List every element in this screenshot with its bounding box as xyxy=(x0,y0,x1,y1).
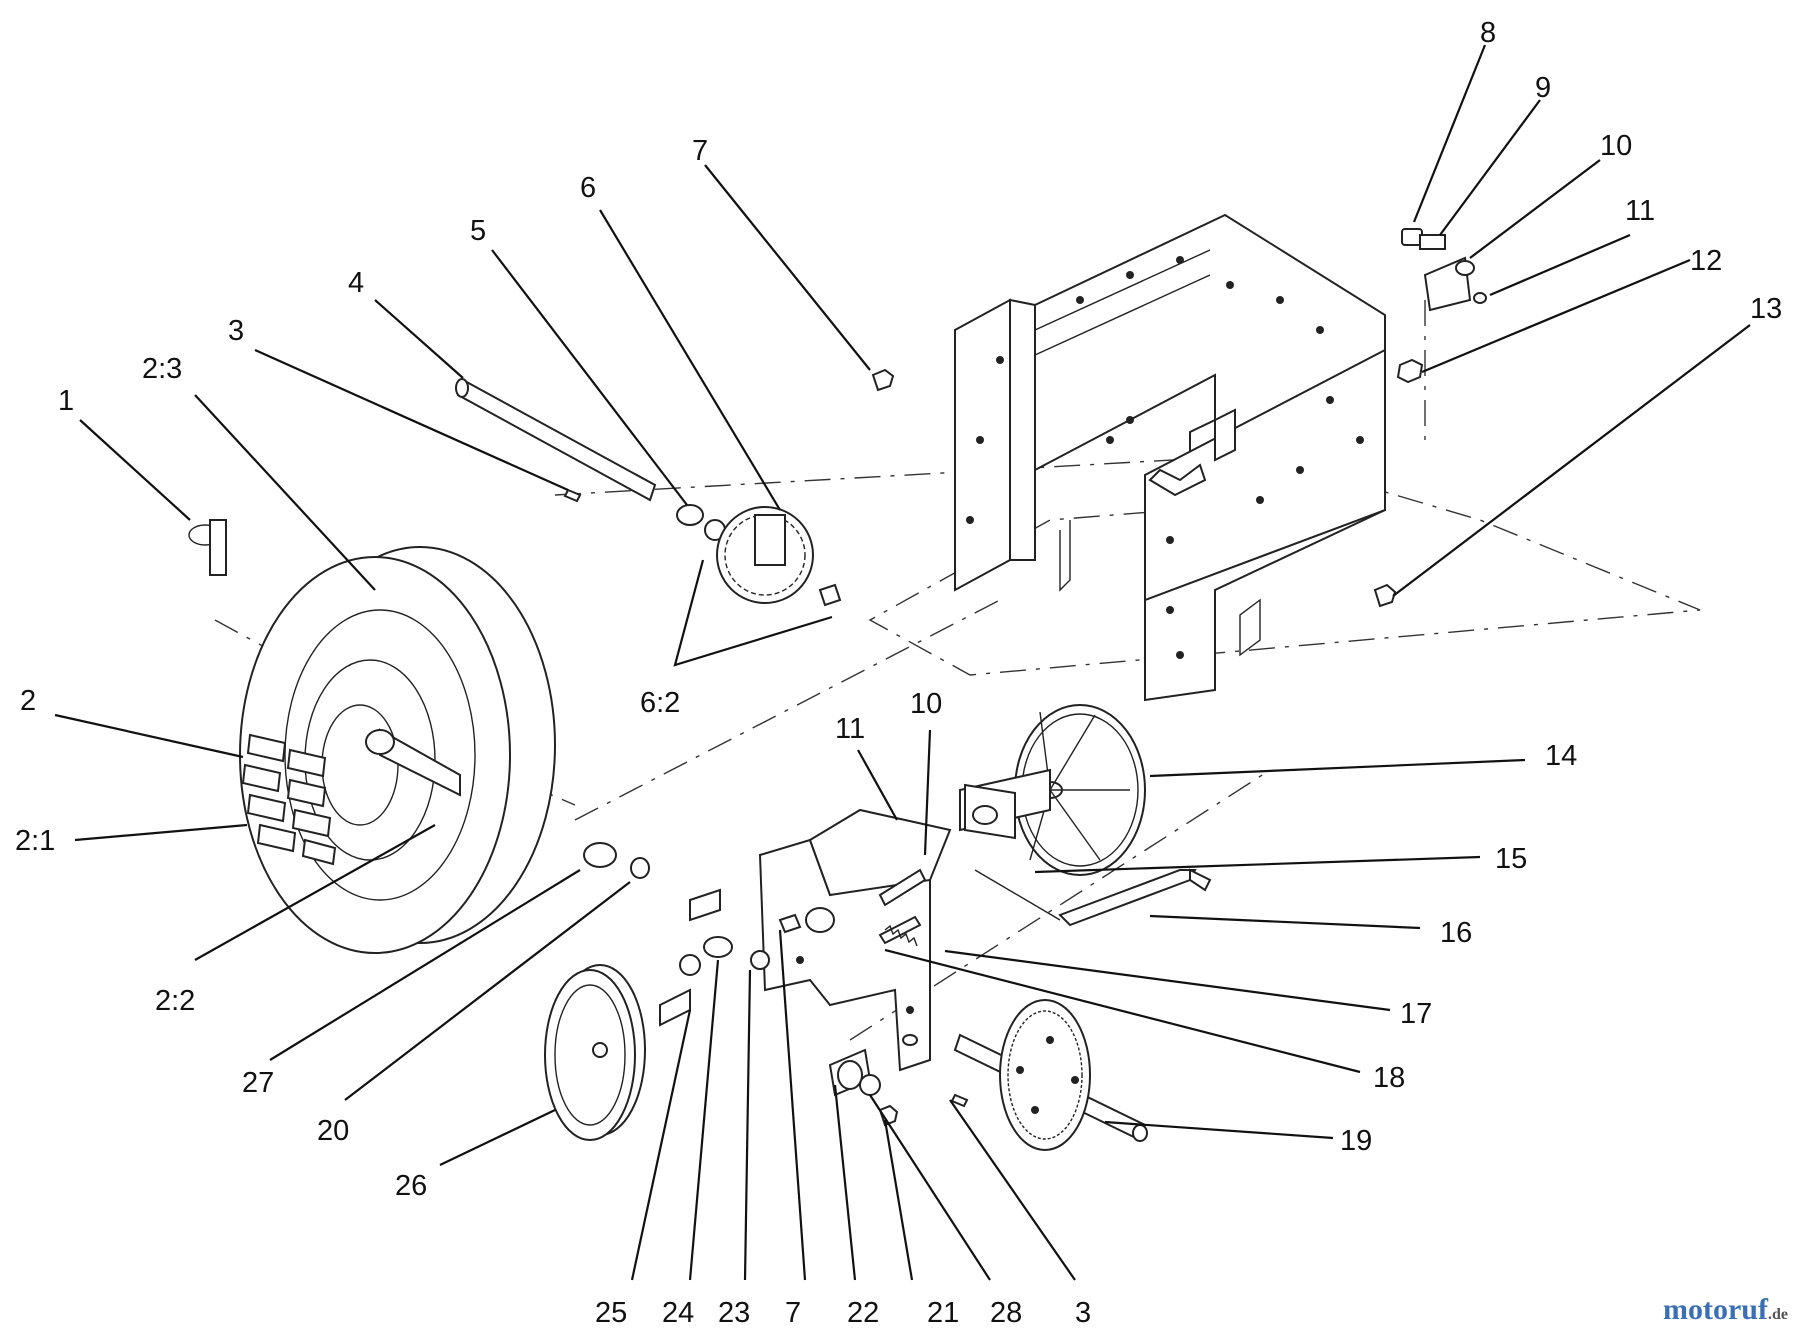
part-label: 2:1 xyxy=(15,825,55,857)
leader-lines xyxy=(54,44,1751,1281)
pulley-shaft xyxy=(950,999,1148,1151)
part-label: 9 xyxy=(1535,72,1551,104)
lynch-pin xyxy=(188,519,227,576)
impeller-pulley xyxy=(959,704,1146,876)
part-label: 13 xyxy=(1750,293,1782,325)
hardware-top-right xyxy=(871,228,1487,608)
watermark: motoruf.de xyxy=(1663,1293,1788,1327)
part-label: 26 xyxy=(395,1170,427,1202)
drive-bracket xyxy=(758,808,1212,1072)
part-label: 7 xyxy=(785,1297,801,1329)
part-label: 25 xyxy=(595,1297,627,1329)
bearings-washers xyxy=(583,842,899,1127)
watermark-text: motoruf xyxy=(1663,1293,1768,1326)
part-label: 20 xyxy=(317,1115,349,1147)
part-label: 11 xyxy=(835,713,865,745)
part-label: 4 xyxy=(348,267,364,299)
part-label: 16 xyxy=(1440,917,1472,949)
part-label: 24 xyxy=(662,1297,694,1329)
part-label: 8 xyxy=(1480,17,1496,49)
part-label: 12 xyxy=(1690,245,1722,277)
part-label: 27 xyxy=(242,1067,274,1099)
axle-group xyxy=(455,378,842,607)
part-label: 22 xyxy=(847,1297,879,1329)
part-label: 2:3 xyxy=(142,353,182,385)
drive-pulley xyxy=(544,964,691,1141)
part-label: 6:2 xyxy=(640,687,680,719)
watermark-suffix: .de xyxy=(1768,1306,1788,1323)
part-label: 2:2 xyxy=(155,985,195,1017)
part-label: 1 xyxy=(58,385,74,417)
part-label: 18 xyxy=(1373,1062,1405,1094)
tire-tread xyxy=(241,733,337,866)
part-label: 15 xyxy=(1495,843,1527,875)
part-label: 3 xyxy=(228,315,244,347)
part-label: 5 xyxy=(470,215,486,247)
part-label: 17 xyxy=(1400,998,1432,1030)
part-labels: 1 2:3 3 4 5 6 7 8 9 10 11 12 13 2 2:1 6:… xyxy=(15,17,1782,1329)
part-label: 21 xyxy=(927,1297,959,1329)
frame-housing xyxy=(954,213,1386,702)
part-label: 10 xyxy=(910,688,942,720)
part-label: 28 xyxy=(990,1297,1022,1329)
part-label: 11 xyxy=(1625,195,1655,227)
part-label: 2 xyxy=(20,685,36,717)
part-label: 10 xyxy=(1600,130,1632,162)
wheel-assembly xyxy=(239,546,556,954)
part-label: 3 xyxy=(1075,1297,1091,1329)
part-label: 19 xyxy=(1340,1125,1372,1157)
part-label: 6 xyxy=(580,172,596,204)
part-label: 23 xyxy=(718,1297,750,1329)
part-label: 7 xyxy=(692,135,708,167)
part-label: 14 xyxy=(1545,740,1577,772)
